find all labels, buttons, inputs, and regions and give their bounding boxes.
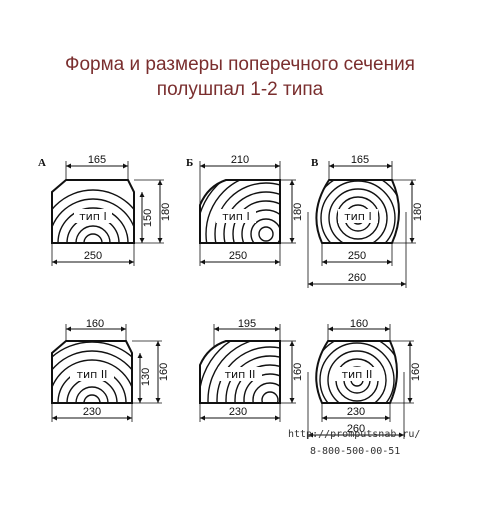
phone-number: 8-800-500-00-51 [310,446,401,457]
section-a-height-dim: 150 [142,209,154,227]
section-f-type: тип II [342,368,373,381]
section-v-height-dim: 180 [412,203,424,221]
section-f-top-dim: 160 [350,318,368,330]
section-e-type: тип II [225,368,256,381]
section-letter-b: Б [186,157,193,169]
page-title-line1: Форма и размеры поперечного сечения [65,54,415,75]
section-d-height-dim: 130 [140,368,152,386]
section-letter-v: В [311,157,319,169]
section-a-top-dim: 165 [88,154,106,166]
section-letter-a: А [38,157,46,169]
section-d: 160 130 160 230 тип II [51,318,170,422]
section-f: 160 160 230 260 тип II [307,318,422,439]
section-b: Б 210 180 250 тип I [186,154,304,266]
section-b-top-dim: 210 [231,154,249,166]
section-d-top-dim: 160 [86,318,104,330]
section-d-bottom-dim: 230 [83,406,101,418]
section-e: 195 160 230 тип II [199,318,304,422]
section-b-bottom-dim: 250 [229,250,247,262]
section-v-type: тип I [344,210,372,223]
section-e-rings [200,341,280,403]
section-v-bottom2-dim: 260 [348,272,366,284]
section-a-bottom-dim: 250 [84,250,102,262]
page-title-line2: полушпал 1-2 типа [156,79,324,100]
section-b-type: тип I [222,210,250,223]
section-d-type: тип II [77,368,108,381]
section-e-height-dim: 160 [292,363,304,381]
section-a-type: тип I [79,210,107,223]
section-v-bottom-dim: 250 [348,250,366,262]
section-b-height-dim: 180 [292,203,304,221]
section-e-bottom-dim: 230 [229,406,247,418]
section-a: А 165 150 180 250 тип I [38,154,172,266]
section-v-top-dim: 165 [351,154,369,166]
section-f-height-dim: 160 [410,363,422,381]
website-link[interactable]: http://promputsnab.ru/ [288,429,421,440]
section-f-bottom2-dim: 260 [347,423,365,435]
section-f-bottom-dim: 230 [347,406,365,418]
section-v: В 165 180 250 260 тип I [307,154,424,288]
section-a-height2-dim: 180 [160,203,172,221]
section-e-top-dim: 195 [238,318,256,330]
section-b-rings [200,180,280,243]
section-d-height2-dim: 160 [158,363,170,381]
